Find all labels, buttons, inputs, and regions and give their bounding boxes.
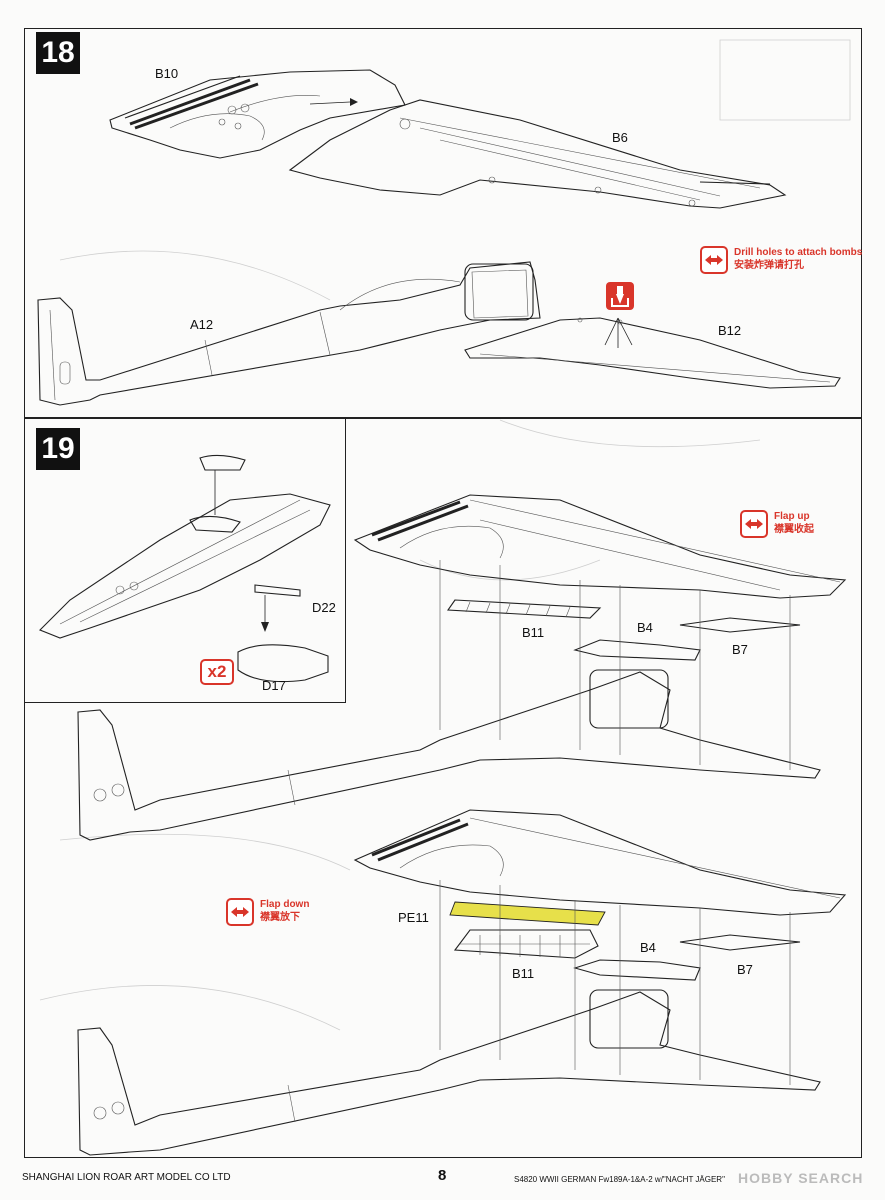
label-b4-top: B4 [637,620,653,635]
label-d22: D22 [312,600,336,615]
label-b7-bottom: B7 [737,962,753,977]
step-number-19: 19 [36,428,80,470]
double-arrow-icon [740,510,768,538]
label-pe11: PE11 [398,910,429,925]
part-b7-bottom [679,934,801,951]
note-flap-up: Flap up 襟翼收起 [740,510,814,538]
part-b11-bottom [453,929,599,959]
label-b11-top: B11 [522,625,545,640]
part-pe11 [449,901,606,926]
part-b7-top [679,617,801,633]
fuselage-middle [77,669,821,841]
label-b6: B6 [612,130,628,145]
part-b11-top [446,599,602,619]
label-a12: A12 [190,317,214,332]
guide-lines-top [439,560,791,770]
note-flap-up-en: Flap up [774,511,810,522]
fuselage-boom-a12 [37,261,541,406]
bomb-subassembly-frame [24,418,346,703]
note-drill-holes: Drill holes to attach bombs 安装炸弹请打孔 [700,246,862,274]
footer-product: S4820 WWII GERMAN Fw189A-1&A-2 w/"NACHT … [514,1175,725,1184]
double-arrow-icon [700,246,728,274]
label-b11-bottom: B11 [512,966,535,981]
note-flap-up-cn: 襟翼收起 [774,524,814,535]
note-drill-en: Drill holes to attach bombs [734,247,863,258]
multiplier-badge: x2 [200,659,234,685]
label-d17: D17 [262,678,286,693]
label-b12: B12 [718,323,742,338]
note-flap-down-en: Flap down [260,899,310,910]
label-b4-bottom: B4 [640,940,656,955]
step-19-frame [24,418,862,1158]
wing-flap-down [353,809,847,916]
page-number: 8 [438,1167,447,1184]
note-flap-down-cn: 襟翼放下 [260,912,300,923]
wing-flap-up [353,494,847,599]
part-b4-bottom [573,959,701,981]
note-flap-down: Flap down 襟翼放下 [226,898,309,926]
wing-root-b12 [464,317,841,389]
step-18-frame [24,28,862,418]
wing-upper-b10 [109,69,406,159]
fuselage-lower [77,989,821,1156]
wing-bomb-subassembly [39,454,331,683]
label-b7-top: B7 [732,642,748,657]
label-b10: B10 [155,66,179,81]
double-arrow-icon [226,898,254,926]
wing-lower-b6 [288,99,787,209]
footer-company: SHANGHAI LION ROAR ART MODEL CO LTD [22,1172,231,1183]
drill-icon [606,282,634,310]
guide-lines-bottom [439,880,791,1085]
step-number-18: 18 [36,32,80,74]
watermark: HOBBY SEARCH [738,1170,864,1186]
part-b4-top [573,639,701,661]
note-drill-cn: 安装炸弹请打孔 [734,260,804,271]
